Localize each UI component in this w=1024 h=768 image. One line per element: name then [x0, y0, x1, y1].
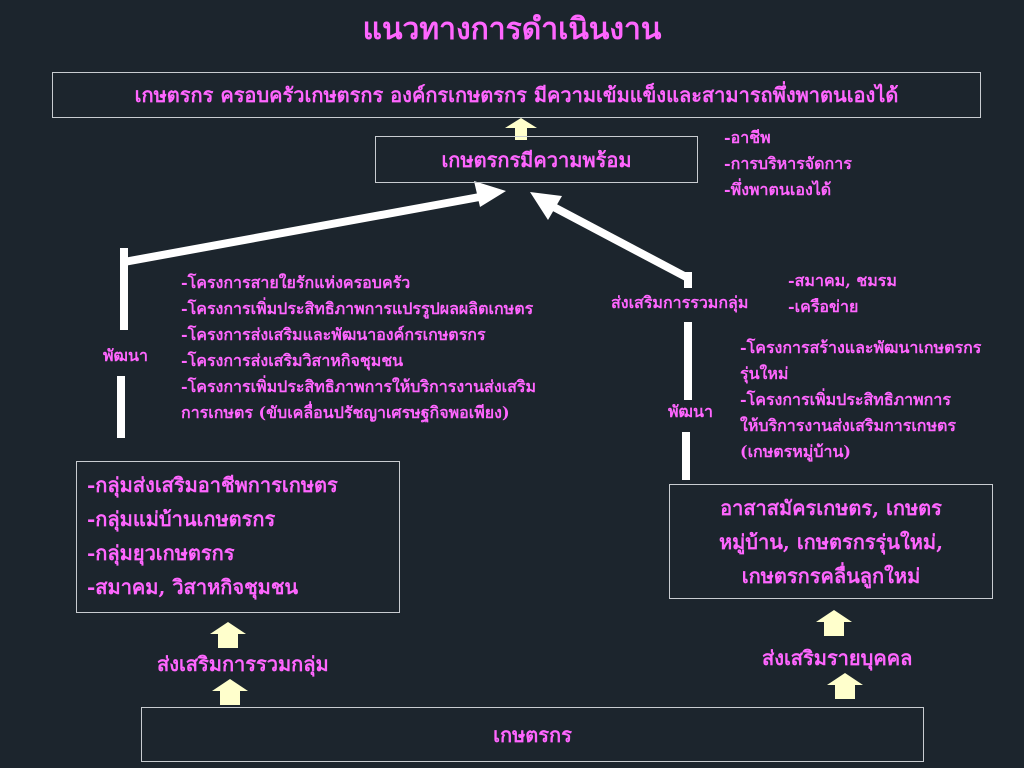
up-arrow-left-lower: [212, 679, 248, 705]
right-group-notes: -สมาคม, ชมรม -เครือข่าย: [788, 268, 897, 320]
right-projects-list: -โครงการสร้างและพัฒนาเกษตรกร รุ่นใหม่ -โ…: [740, 335, 981, 465]
ready-notes: -อาชีพ -การบริหารจัดการ -พึ่งพาตนเองได้: [724, 125, 852, 203]
right-project-item: -โครงการสร้างและพัฒนาเกษตรกร: [740, 338, 982, 357]
left-project-item: -โครงการเพิ่มประสิทธิภาพการแปรรูปผลผลิตเ…: [181, 299, 534, 318]
left-group-item: -กลุ่มยุวเกษตรกร: [87, 541, 235, 565]
left-project-item: -โครงการส่งเสริมและพัฒนาองค์กรเกษตรกร: [181, 325, 486, 344]
right-individual-item: หมู่บ้าน, เกษตรกรรุ่นใหม่,: [718, 529, 944, 554]
right-individual-item: เกษตรกรคลื่นลูกใหม่: [741, 563, 921, 588]
up-arrow-right-upper: [816, 610, 852, 636]
up-arrow-left-upper: [210, 622, 246, 648]
left-bottom-label: ส่งเสริมการรวมกลุ่ม: [157, 652, 329, 676]
right-diagonal-arrowhead: [530, 192, 562, 220]
left-groups-box: -กลุ่มส่งเสริมอาชีพการเกษตร -กลุ่มแม่บ้า…: [76, 461, 400, 613]
right-group-label: ส่งเสริมการรวมกลุ่ม: [611, 293, 749, 312]
up-arrow-right-lower: [827, 673, 863, 699]
right-group-note: -สมาคม, ชมรม: [788, 271, 897, 290]
left-project-item: การเกษตร (ขับเคลื่อนปรัชญาเศรษฐกิจพอเพีย…: [181, 403, 510, 422]
left-develop-label: พัฒนา: [103, 346, 148, 365]
right-individual-item: อาสาสมัครเกษตร, เกษตร: [720, 495, 942, 520]
left-projects-list: -โครงการสายใยรักแห่งครอบครัว -โครงการเพิ…: [181, 270, 536, 426]
right-group-note: -เครือข่าย: [788, 297, 859, 316]
right-bottom-label: ส่งเสริมรายบุคคล: [762, 646, 913, 670]
ready-box: เกษตรกรมีความพร้อม: [375, 136, 698, 183]
ready-note-item: -การบริหารจัดการ: [724, 154, 852, 173]
goal-text: เกษตรกร ครอบครัวเกษตรกร องค์กรเกษตรกร มี…: [134, 83, 899, 107]
left-project-item: -โครงการสายใยรักแห่งครอบครัว: [181, 273, 411, 292]
right-individuals-box: อาสาสมัครเกษตร, เกษตร หมู่บ้าน, เกษตรกรร…: [669, 484, 993, 599]
up-arrow-goal: [505, 118, 537, 140]
ready-note-item: -อาชีพ: [724, 128, 771, 147]
right-develop-label: พัฒนา: [668, 402, 713, 421]
left-group-item: -สมาคม, วิสาหกิจชุมชน: [87, 575, 299, 599]
left-group-item: -กลุ่มแม่บ้านเกษตรกร: [87, 507, 276, 531]
left-diagonal-arrowhead: [474, 181, 506, 207]
right-diagonal-line: [546, 200, 690, 282]
bottom-box: เกษตรกร: [141, 707, 924, 762]
goal-box: เกษตรกร ครอบครัวเกษตรกร องค์กรเกษตรกร มี…: [52, 72, 981, 118]
left-project-item: -โครงการส่งเสริมวิสาหกิจชุมชน: [181, 351, 404, 370]
left-project-item: -โครงการเพิ่มประสิทธิภาพการให้บริการงานส…: [181, 377, 536, 396]
page-title: แนวทางการดำเนินงาน: [362, 12, 662, 47]
left-diagonal-line: [123, 192, 486, 266]
right-project-item: -โครงการเพิ่มประสิทธิภาพการ: [740, 390, 951, 409]
ready-note-item: -พึ่งพาตนเองได้: [724, 180, 832, 199]
left-group-item: -กลุ่มส่งเสริมอาชีพการเกษตร: [87, 473, 338, 497]
ready-text: เกษตรกรมีความพร้อม: [441, 147, 632, 172]
bottom-text: เกษตรกร: [493, 722, 572, 747]
right-project-item: ให้บริการงานส่งเสริมการเกษตร: [740, 416, 957, 435]
right-project-item: (เกษตรหมู่บ้าน): [740, 442, 851, 461]
right-project-item: รุ่นใหม่: [740, 364, 789, 383]
